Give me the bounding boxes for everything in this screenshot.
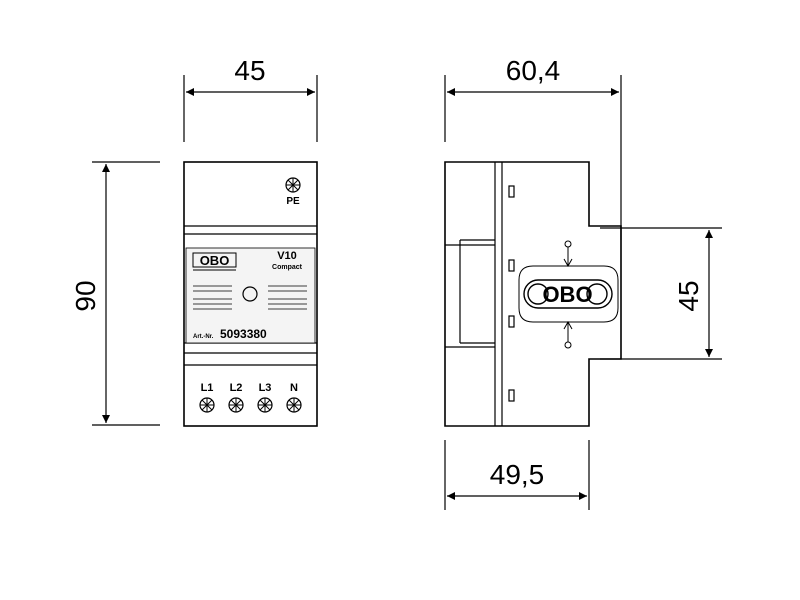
label-text-lines-right	[268, 285, 307, 310]
vent-slot	[508, 389, 515, 402]
pe-terminal	[285, 177, 301, 193]
label-panel	[185, 247, 316, 344]
terminal-label-l2: L2	[230, 382, 243, 394]
terminal-screw-l3	[257, 397, 273, 413]
terminal-label-l3: L3	[259, 382, 272, 394]
terminal-label-l1: L1	[201, 382, 214, 394]
model-label: V10	[277, 250, 297, 262]
variant-label: Compact	[272, 264, 303, 271]
terminal-screw-l2	[228, 397, 244, 413]
pe-label: PE	[286, 196, 300, 207]
status-indicator-window	[242, 286, 258, 302]
terminal-screw-l1	[199, 397, 215, 413]
label-text-lines-left	[193, 285, 232, 310]
dimension-side-depth: 60,4	[506, 55, 561, 86]
vent-slot	[508, 315, 515, 328]
terminal-screw-n	[286, 397, 302, 413]
front-view: 45 90 PE OBO V10 Compact	[70, 55, 318, 427]
release-arrow-up	[563, 240, 573, 268]
release-arrow-down	[563, 320, 573, 349]
obo-logo: OBO	[192, 252, 237, 271]
dimension-side-base-depth: 49,5	[490, 459, 545, 490]
vent-slot	[508, 185, 515, 198]
article-number: 5093380	[220, 327, 267, 341]
vent-slot	[508, 259, 515, 272]
dimension-front-width: 45	[234, 55, 265, 86]
dimension-front-height: 90	[70, 280, 101, 311]
side-housing	[444, 161, 622, 427]
logo-recess	[518, 265, 619, 323]
article-prefix: Art.-Nr.	[193, 334, 214, 340]
dimension-side-height: 45	[673, 280, 704, 311]
svg-text:OBO: OBO	[542, 282, 592, 307]
front-housing	[183, 161, 318, 427]
side-obo-logo: OBO	[523, 279, 613, 309]
terminal-label-n: N	[290, 382, 298, 394]
side-view: 60,4 45 49,5 OBO	[444, 55, 722, 510]
svg-text:OBO: OBO	[200, 253, 230, 268]
